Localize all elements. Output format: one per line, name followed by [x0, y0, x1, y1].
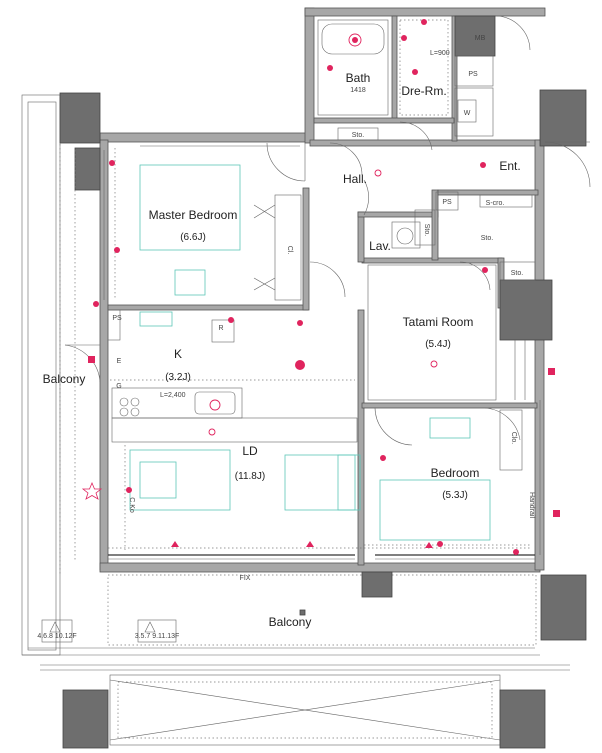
- storage-lav-label: Sto.: [423, 224, 430, 237]
- e-label: E: [117, 358, 122, 365]
- closets: [107, 55, 536, 471]
- master-closet-label: Cl.: [286, 246, 293, 255]
- pipe-space-top-label: PS: [468, 71, 478, 78]
- lavatory-label: Lav.: [369, 239, 391, 253]
- furniture: [129, 164, 491, 541]
- bedroom-size: (5.3J): [442, 490, 468, 501]
- lower-void: [109, 674, 501, 746]
- dressing-room-label: Dre-Rm.: [401, 84, 446, 98]
- door-swings: [64, 15, 591, 446]
- kitchen-size: (3.2J): [165, 372, 191, 383]
- storage-top-label: Sto.: [352, 132, 365, 139]
- l900-label: L=900: [430, 50, 450, 57]
- bath-size: 1418: [350, 87, 366, 94]
- ac-left-label: 4.6.8 10.12F: [37, 633, 76, 640]
- ac-mid-label: 3.5.7 9.11.13F: [135, 633, 180, 640]
- dotted-guides: [74, 148, 530, 560]
- hall-label: Hall.: [343, 172, 367, 186]
- ld-size: (11.8J): [235, 471, 265, 482]
- kitchen-label: K: [174, 347, 182, 361]
- fix-window-label: FIX: [240, 575, 251, 582]
- bath-label: Bath: [346, 71, 371, 85]
- pipe-space-entrance-label: PS: [442, 199, 452, 206]
- star-marker: [81, 481, 103, 500]
- l2400-label: L=2,400: [160, 392, 186, 399]
- shoe-closet-label: S-cro.: [486, 200, 505, 207]
- master-bedroom-size: (6.6J): [180, 232, 206, 243]
- south-balcony-label: Balcony: [269, 615, 312, 629]
- west-balcony-label: Balcony: [43, 372, 86, 386]
- ac-units: [41, 619, 177, 643]
- c-ko-label: C.Ko: [128, 497, 135, 513]
- storage-mid-label: Sto.: [481, 235, 494, 242]
- gas-label: G: [116, 383, 121, 390]
- storage-right-label: Sto.: [511, 270, 524, 277]
- meter-box-label: MB: [475, 35, 486, 42]
- tatami-room-label: Tatami Room: [403, 315, 474, 329]
- tatami-room-size: (5.4J): [425, 339, 451, 350]
- lav-basin: [391, 221, 421, 249]
- windows: [103, 145, 541, 560]
- balcony-outline: [21, 94, 570, 671]
- walls: [99, 7, 546, 573]
- bedroom-label: Bedroom: [431, 466, 480, 480]
- entrance-label: Ent.: [499, 159, 520, 173]
- pillars: [59, 15, 587, 749]
- bathtub: [317, 19, 449, 116]
- master-bedroom-label: Master Bedroom: [149, 208, 238, 222]
- electrical-symbols: [88, 19, 560, 555]
- handrail-label: Handrail: [528, 492, 535, 519]
- washer-label: W: [464, 110, 471, 117]
- tatami-outline: [367, 264, 497, 401]
- bedroom-closet-label: Clo.: [510, 432, 517, 445]
- refrigerator-label: R: [218, 325, 223, 332]
- pipe-space-left-label: PS: [112, 315, 122, 322]
- ld-label: LD: [242, 444, 258, 458]
- kitchen-counter: [111, 387, 358, 443]
